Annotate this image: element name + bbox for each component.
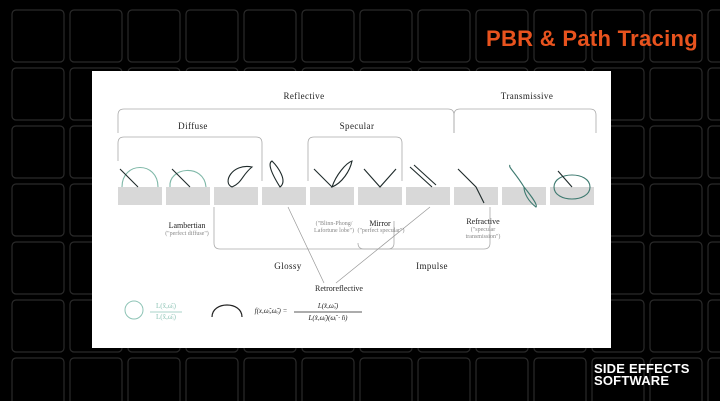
note-lambertian: ("perfect diffuse") — [165, 231, 209, 237]
grid-cell — [475, 357, 529, 401]
lobe-transmit-9 — [509, 164, 537, 208]
grid-cell — [591, 357, 645, 401]
note-refractive-1: ("specular — [470, 227, 496, 233]
lobe-diffuse-2 — [169, 169, 207, 188]
grid-cell — [707, 67, 720, 121]
transmissive-bracket — [453, 108, 597, 133]
grid-cell — [301, 357, 355, 401]
grid-cell — [591, 9, 645, 63]
grid-cell — [649, 125, 703, 179]
grid-cell — [707, 299, 720, 353]
grid-cell — [127, 9, 181, 63]
label-impulse: Impulse — [416, 261, 448, 271]
label-refractive: Refractive — [466, 217, 500, 226]
formula-numerator: L(x̂,ω̂ₒ) — [317, 302, 339, 310]
note-refractive-2: transmission") — [465, 234, 501, 240]
formula-denominator: L(x̂,ω̂ᵢ)(ω̂ᵢ · n̂) — [308, 314, 348, 322]
grid-cell — [417, 357, 471, 401]
grid-cell — [69, 9, 123, 63]
grid-cell — [185, 9, 239, 63]
grid-cell — [243, 9, 297, 63]
diffuse-bracket — [117, 136, 263, 181]
grid-cell — [243, 357, 297, 401]
legend-denominator: L(x̂,ω̂ᵢ) — [156, 313, 176, 321]
label-specular: Specular — [339, 121, 375, 131]
note-mirror: ("perfect specular") — [357, 228, 405, 234]
grid-cell — [649, 241, 703, 295]
lobe-transmit-10 — [553, 174, 591, 200]
grid-cell — [359, 357, 413, 401]
surface-tiles — [118, 187, 594, 205]
ray-retro — [409, 164, 437, 188]
label-reflective: Reflective — [283, 91, 325, 101]
grid-cell — [11, 241, 65, 295]
slide-diagram: Reflective Transmissive Diffuse Specular… — [92, 71, 611, 348]
label-diffuse: Diffuse — [178, 121, 208, 131]
grid-cell — [301, 9, 355, 63]
formula-lhs: f(x,ω̂ᵢ,ω̂ₒ) = — [254, 307, 288, 315]
grid-cell — [533, 9, 587, 63]
grid-cell — [707, 357, 720, 401]
grid-cell — [649, 9, 703, 63]
specular-bracket — [307, 136, 403, 181]
grid-cell — [649, 299, 703, 353]
grid-cell — [11, 357, 65, 401]
ray-mirror — [363, 168, 397, 188]
label-mirror: Mirror — [369, 219, 391, 228]
ray-diffuse-2 — [171, 168, 191, 188]
legend-numerator: L(x̂,ω̂ᵢ) — [156, 302, 176, 310]
ray-lambertian — [119, 168, 139, 188]
lobe-glossy-5 — [331, 160, 353, 188]
grid-cell — [707, 183, 720, 237]
note-blinn-2: Lafortune lobe") — [314, 228, 354, 234]
lobe-glossy-4 — [269, 160, 284, 188]
grid-cell — [11, 9, 65, 63]
grid-cell — [11, 67, 65, 121]
grid-cell — [11, 299, 65, 353]
brand-line-2: SOFTWARE — [594, 373, 670, 388]
brdf-diagram — [117, 108, 597, 320]
formula-arc-icon — [211, 304, 243, 318]
grid-cell — [533, 357, 587, 401]
label-retroreflective: Retroreflective — [315, 284, 363, 293]
grid-cell — [707, 9, 720, 63]
grid-cell — [11, 183, 65, 237]
grid-cell — [359, 9, 413, 63]
ray-refractive — [457, 168, 485, 204]
grid-cell — [707, 125, 720, 179]
reflective-bracket — [117, 108, 455, 133]
grid-cell — [69, 357, 123, 401]
label-transmissive: Transmissive — [500, 91, 554, 101]
grid-cell — [185, 357, 239, 401]
slide-title: PBR & Path Tracing — [486, 26, 698, 51]
grid-cell — [127, 357, 181, 401]
legend-lobe-icon — [124, 300, 144, 320]
grid-cell — [417, 9, 471, 63]
grid-cell — [475, 9, 529, 63]
grid-cell — [649, 357, 703, 401]
grid-cell — [649, 183, 703, 237]
grid-cell — [649, 67, 703, 121]
grid-cell — [11, 125, 65, 179]
grid-cell — [707, 241, 720, 295]
lobe-diffuse-3 — [227, 165, 254, 188]
ray-transmit-10 — [557, 170, 573, 188]
ray-glossy-5 — [313, 168, 333, 188]
lobe-lambertian — [121, 166, 159, 188]
retro-lines — [287, 206, 431, 284]
glossy-bracket — [213, 207, 395, 250]
brand-line-1: SIDE EFFECTS — [594, 361, 690, 376]
label-glossy: Glossy — [274, 261, 302, 271]
label-lambertian: Lambertian — [168, 221, 206, 230]
impulse-bracket — [357, 207, 491, 250]
note-blinn-1: ("Blinn-Phong/ — [315, 221, 353, 227]
brand-logo: SIDE EFFECTS SOFTWARE — [594, 361, 690, 388]
